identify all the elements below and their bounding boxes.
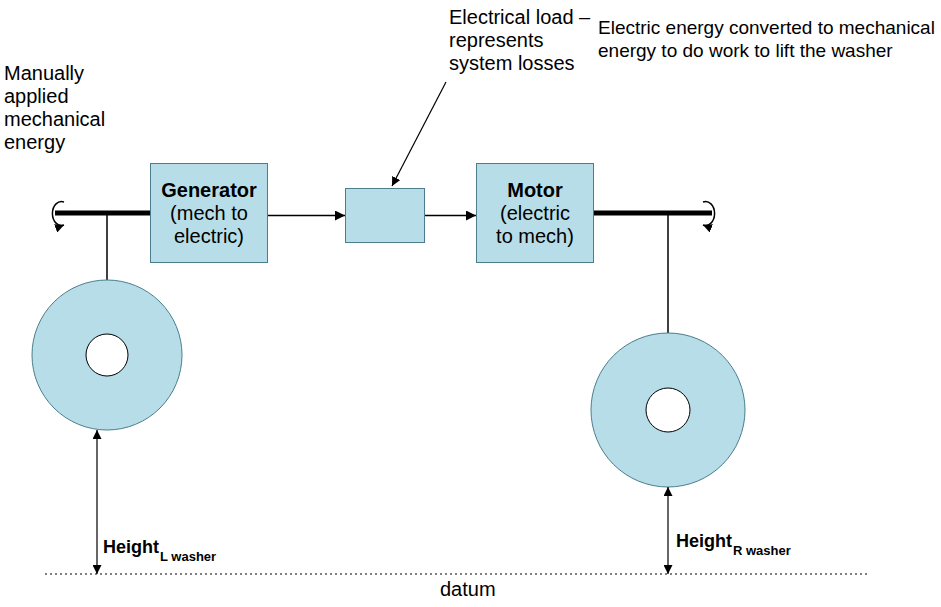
string	[667, 213, 669, 333]
box-body: (mech to electric)	[165, 202, 253, 248]
height-label: Height	[103, 536, 159, 559]
flow-arrow	[268, 215, 345, 217]
box-heading: Generator	[161, 179, 257, 202]
height-subscript: L washer	[160, 545, 216, 568]
load-box: Electrical load – represents system loss…	[345, 188, 425, 243]
datum-line	[45, 574, 870, 575]
washer-hole	[86, 334, 128, 376]
height-label: Height	[676, 530, 732, 553]
box-body: (electric to mech)	[491, 202, 579, 248]
input-note: Manually applied mechanical energy	[4, 62, 116, 154]
washer	[32, 280, 182, 430]
box-heading: Motor	[507, 179, 563, 202]
generator-box: Generator(mech to electric)	[150, 163, 268, 263]
callout-text: Electrical load – represents system loss…	[449, 6, 599, 75]
washer	[591, 333, 745, 487]
height-dimension	[667, 487, 668, 574]
motor-box: Motor(electric to mech)	[476, 163, 594, 263]
datum-label: datum	[440, 578, 496, 601]
rotation-arrow	[52, 202, 64, 226]
height-subscript: R washer	[733, 539, 791, 562]
input-shaft	[55, 211, 150, 216]
output-note: Electric energy converted to mechanical …	[598, 16, 938, 62]
flow-arrow	[425, 215, 476, 217]
output-shaft	[594, 211, 712, 216]
rotation-arrow	[703, 202, 715, 226]
leader-arrow	[392, 82, 446, 186]
washer-hole	[646, 388, 690, 432]
height-dimension	[96, 430, 97, 574]
